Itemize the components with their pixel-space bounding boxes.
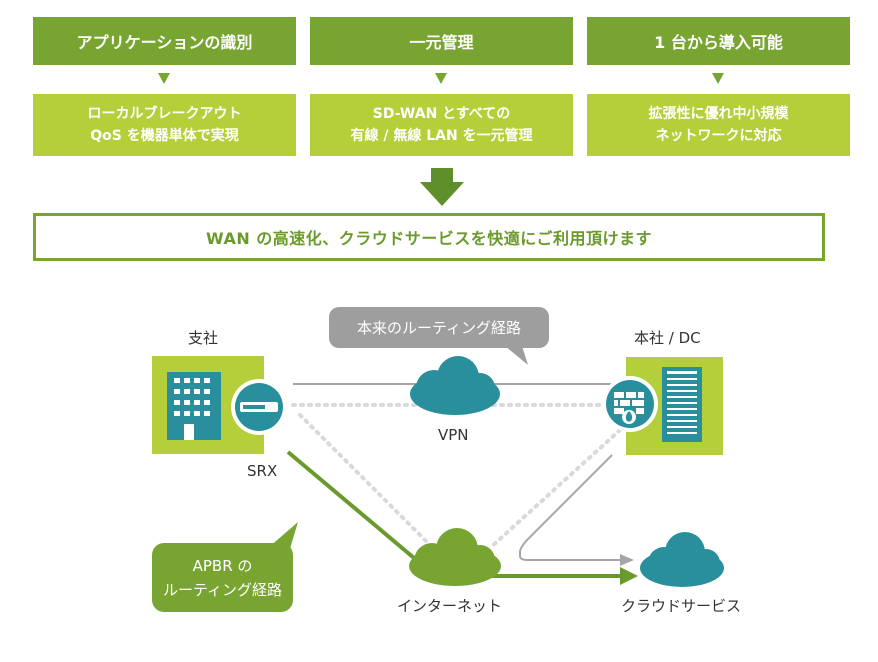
office-building-icon: [167, 372, 221, 440]
column-header-app-identification: アプリケーションの識別: [33, 17, 296, 65]
original-route-callout-bubble: [329, 307, 549, 365]
vpn-cloud-icon: [410, 356, 500, 415]
hq-to-cloud-route: [519, 454, 620, 561]
arrow-head-icon: [620, 567, 638, 585]
original-route-callout: 本来のルーティング経路: [329, 307, 549, 348]
callout-line: APBR の: [192, 556, 253, 575]
callout-text: 本来のルーティング経路: [356, 319, 522, 337]
detail-line: 有線 / 無線 LAN を一元管理: [350, 128, 533, 144]
down-arrow-icon: [158, 73, 170, 84]
srx-router-icon: [231, 379, 287, 435]
column-header-text: 一元管理: [409, 33, 474, 52]
detail-line: 拡張性に優れ中小規模: [648, 106, 789, 122]
column-header-text: 1 台から導入可能: [654, 33, 783, 52]
branch-label: 支社: [188, 329, 219, 347]
detail-line: ネットワークに対応: [655, 128, 782, 144]
apbr-callout: APBR の ルーティング経路: [152, 543, 293, 612]
cloud-service-label: クラウドサービス: [621, 597, 742, 615]
banner-text: WAN の高速化、クラウドサービスを快適にご利用頂けます: [206, 229, 652, 248]
callout-line: ルーティング経路: [162, 580, 283, 599]
benefit-banner: WAN の高速化、クラウドサービスを快適にご利用頂けます: [33, 213, 825, 261]
column-detail-central-management: SD-WAN とすべての 有線 / 無線 LAN を一元管理: [310, 94, 573, 156]
column-detail-single-unit: 拡張性に優れ中小規模 ネットワークに対応: [587, 94, 850, 156]
detail-line: ローカルブレークアウト: [87, 106, 242, 122]
hq-dc-label: 本社 / DC: [634, 329, 701, 347]
srx-label: SRX: [247, 462, 278, 480]
detail-line: QoS を機器単体で実現: [90, 128, 239, 144]
down-arrow-icon: [712, 73, 724, 84]
column-header-text: アプリケーションの識別: [76, 33, 253, 52]
column-header-central-management: 一元管理: [310, 17, 573, 65]
cloud-service-icon: [640, 532, 724, 587]
dotted-line: [488, 428, 622, 550]
arrow-head-icon: [620, 554, 634, 566]
internet-label: インターネット: [397, 597, 503, 615]
apbr-route-line: [286, 450, 422, 565]
server-tower-icon: [662, 367, 702, 442]
dotted-line: [298, 413, 432, 547]
column-detail-app-identification: ローカルブレークアウト QoS を機器単体で実現: [33, 94, 296, 156]
detail-line: SD-WAN とすべての: [372, 106, 511, 122]
down-arrow-icon: [435, 73, 447, 84]
column-header-single-unit: 1 台から導入可能: [587, 17, 850, 65]
firewall-icon: [602, 376, 658, 432]
apbr-callout-bubble: [152, 522, 298, 612]
big-down-arrow-icon: [420, 168, 464, 206]
internet-cloud-icon: [409, 528, 501, 586]
vpn-label: VPN: [438, 426, 469, 444]
